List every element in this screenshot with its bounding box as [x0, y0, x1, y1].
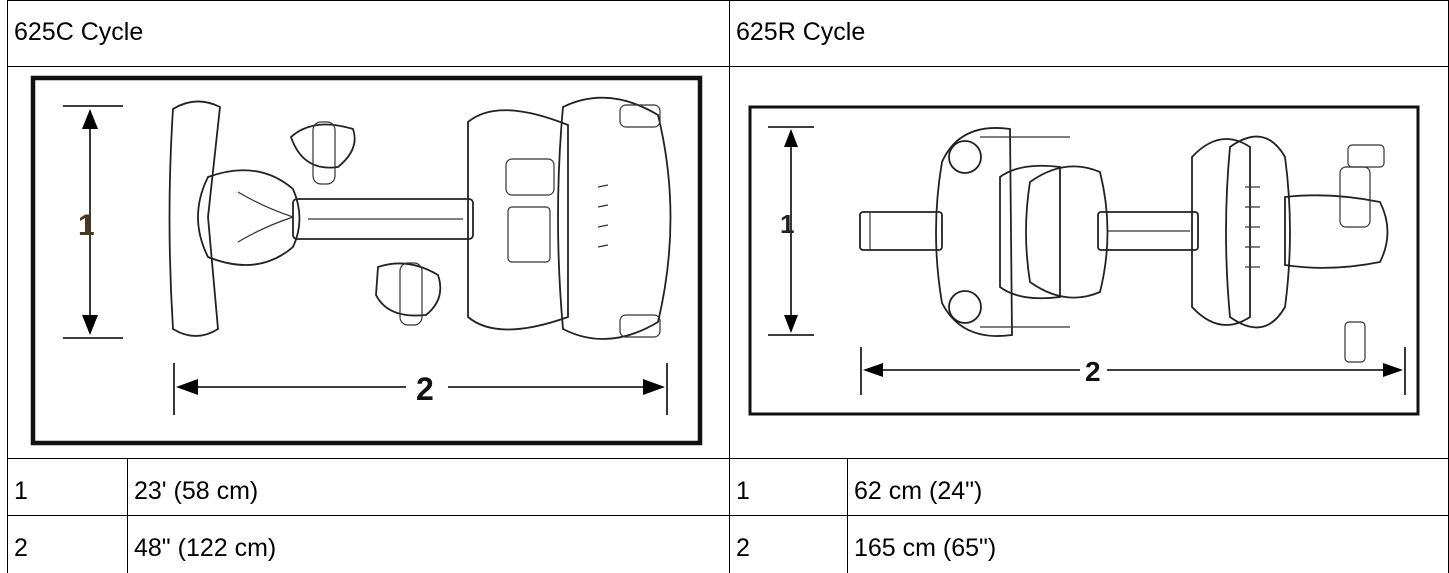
dim-height-label-625r: 1 [780, 209, 794, 239]
row1-625r-value-text: 62 cm (24") [854, 477, 983, 505]
row2-625r-value: 165 cm (65") [847, 515, 1449, 573]
dim-length-label-625r: 2 [1085, 356, 1101, 387]
row1-625r-value: 62 cm (24") [847, 458, 1449, 515]
cycle-625c-illustration [168, 96, 672, 340]
row1-625r-key: 1 [729, 458, 847, 515]
header-625c-label: 625C Cycle [14, 18, 144, 46]
row2-625r-value-text: 165 cm (65") [854, 534, 997, 562]
row2-625r-key-text: 2 [736, 534, 750, 562]
row2-625c-key: 2 [7, 515, 127, 573]
row1-625c-key: 1 [7, 458, 127, 515]
row1-625c-key-text: 1 [14, 477, 28, 505]
image-cell-625r: 1 2 [729, 66, 1449, 458]
header-625r-label: 625R Cycle [736, 18, 866, 46]
row1-625r-key-text: 1 [736, 477, 750, 505]
diagram-625r-top-view: 1 2 [748, 105, 1420, 416]
row1-625c-value-text: 23' (58 cm) [134, 477, 259, 505]
row2-625r-key: 2 [729, 515, 847, 573]
row2-625c-key-text: 2 [14, 534, 28, 562]
row1-625c-value: 23' (58 cm) [127, 458, 729, 515]
image-cell-625c: 1 2 [7, 66, 729, 458]
header-625c: 625C Cycle [7, 0, 729, 66]
cycle-625r-illustration [859, 127, 1389, 363]
diagram-625c-top-view: 1 2 [30, 75, 703, 446]
dim-height-label: 1 [78, 209, 95, 242]
dim-length-label: 2 [416, 371, 434, 407]
row2-625c-value-text: 48" (122 cm) [134, 534, 277, 562]
header-625r: 625R Cycle [729, 0, 1449, 66]
row2-625c-value: 48" (122 cm) [127, 515, 729, 573]
